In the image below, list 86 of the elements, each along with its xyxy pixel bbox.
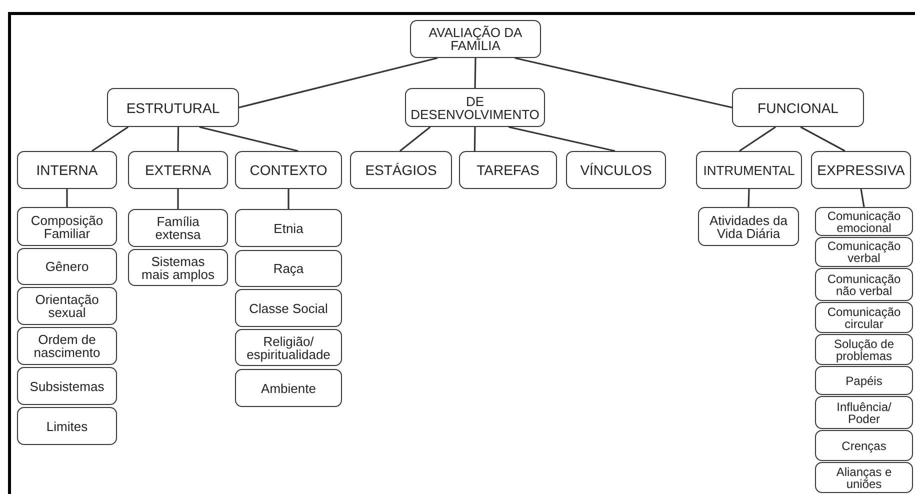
category-box — [815, 462, 913, 493]
category-box — [405, 88, 545, 127]
category-box — [696, 151, 802, 189]
node-label: CONTEXTO — [250, 163, 328, 177]
category-box — [811, 151, 911, 189]
category-box — [732, 88, 864, 127]
node-label: Família extensa — [154, 215, 202, 241]
category-box — [815, 237, 913, 267]
node-label: ESTRUTURAL — [126, 100, 220, 114]
category-box — [235, 250, 342, 287]
connector-line — [199, 126, 298, 152]
node-label: Orientação sexual — [34, 293, 100, 319]
node-label: ESTÁGIOS — [365, 163, 437, 177]
category-box — [815, 430, 913, 461]
node-label: DE DESENVOLVIMENTO — [410, 94, 540, 120]
category-box — [128, 151, 228, 189]
node-label: Etnia — [274, 222, 304, 234]
category-box — [235, 289, 342, 327]
connector-line — [92, 126, 129, 152]
category-box — [815, 207, 913, 236]
node-label: Papéis — [846, 374, 882, 386]
node-label: Crenças — [842, 440, 886, 452]
category-box — [128, 249, 228, 286]
node-label: FUNCIONAL — [758, 100, 838, 114]
category-box — [698, 207, 799, 246]
node-label: Composição Familiar — [30, 214, 104, 240]
category-box — [815, 334, 913, 365]
connector-line — [399, 126, 431, 152]
connector-line — [474, 58, 476, 88]
node-label: Solução de problemas — [832, 338, 896, 362]
category-box — [17, 248, 117, 285]
node-label: Comunicação não verbal — [826, 272, 902, 296]
category-box — [17, 207, 117, 246]
node-label: EXTERNA — [144, 163, 212, 177]
node-label: Sistemas mais amplos — [140, 254, 216, 280]
category-box — [566, 151, 666, 189]
node-label: Influência/ Poder — [836, 400, 892, 424]
node-label: Ordem de nascimento — [32, 333, 102, 359]
connector-line — [177, 127, 180, 151]
category-box — [410, 20, 541, 58]
node-label: Raça — [273, 262, 304, 275]
category-box — [815, 268, 913, 301]
node-label: Comunicação emocional — [826, 210, 902, 234]
node-label: Comunicação verbal — [826, 240, 902, 264]
node-label: VÍNCULOS — [580, 163, 652, 177]
category-box — [17, 327, 117, 365]
category-box — [815, 366, 913, 395]
category-box — [815, 302, 913, 333]
node-label: Gênero — [45, 260, 89, 273]
node-label: Subsistemas — [30, 380, 104, 392]
category-box — [235, 209, 342, 247]
category-box — [235, 151, 342, 189]
category-box — [17, 287, 117, 325]
category-box — [107, 88, 239, 127]
node-label: Comunicação circular — [826, 306, 902, 330]
connector-line — [748, 188, 750, 208]
node-label: Ambiente — [261, 382, 316, 394]
node-label: Limites — [46, 420, 88, 432]
connector-line — [177, 189, 179, 209]
node-label: EXPRESSIVA — [817, 163, 905, 177]
node-label: Alianças e uniões — [835, 466, 893, 490]
node-label: INTRUMENTAL — [703, 164, 795, 176]
category-box — [17, 367, 117, 405]
connector-line — [474, 126, 476, 152]
node-label: AVALIAÇÃO DA FAMÍLIA — [428, 26, 524, 52]
category-box — [350, 151, 452, 189]
category-box — [17, 151, 117, 189]
category-box — [17, 407, 117, 445]
connector-line — [860, 188, 865, 208]
node-label: Religião/ espiritualidade — [246, 334, 332, 360]
node-label: INTERNA — [36, 163, 98, 177]
node-label: Atividades da Vida Diária — [708, 214, 789, 240]
category-box — [815, 396, 913, 429]
category-box — [128, 209, 228, 247]
node-label: Classe Social — [249, 302, 328, 314]
connector-line — [238, 57, 438, 108]
node-label: TAREFAS — [476, 163, 540, 177]
connector-line — [288, 189, 290, 209]
category-box — [235, 329, 342, 366]
connector-line — [508, 126, 616, 152]
connector-line — [66, 189, 68, 207]
connector-line — [514, 57, 732, 108]
connector-line — [739, 126, 776, 152]
category-box — [459, 151, 557, 189]
category-box — [235, 369, 342, 407]
connector-line — [800, 126, 846, 152]
